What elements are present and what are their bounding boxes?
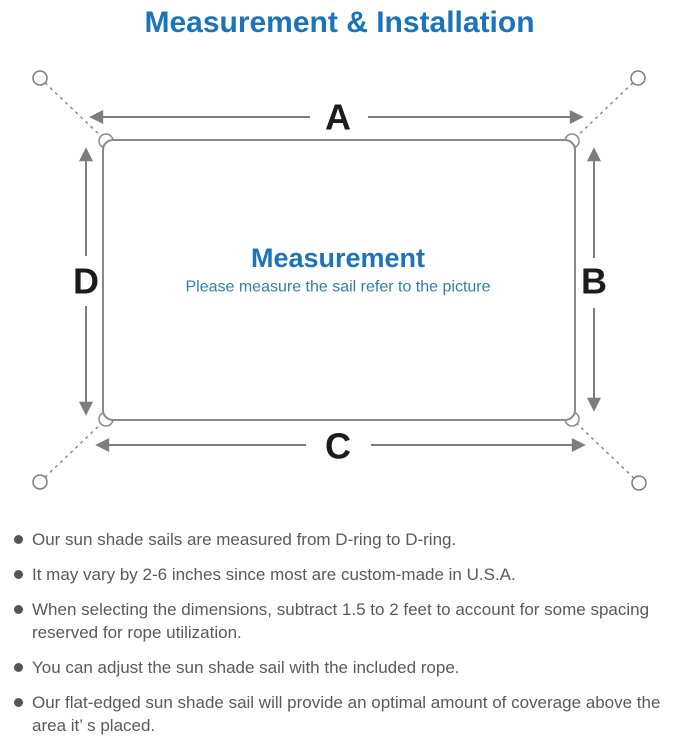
dimension-label-c: C — [325, 426, 351, 467]
bullet-dot-icon — [14, 535, 23, 544]
anchor-ring-bottom-right — [631, 475, 647, 491]
sail-measurement-diagram: A C D B Measurement Please measure the s… — [32, 70, 647, 491]
list-item: It may vary by 2-6 inches since most are… — [12, 563, 667, 586]
list-item-text: You can adjust the sun shade sail with t… — [32, 658, 460, 677]
list-item: When selecting the dimensions, subtract … — [12, 598, 667, 644]
notes-list: Our sun shade sails are measured from D-… — [12, 528, 667, 737]
rope-line-top-left — [39, 77, 107, 142]
dimension-label-b: B — [581, 261, 607, 302]
bullet-dot-icon — [14, 663, 23, 672]
diagram-center-title: Measurement — [251, 243, 425, 273]
list-item-text: It may vary by 2-6 inches since most are… — [32, 565, 516, 584]
bullet-dot-icon — [14, 570, 23, 579]
list-item: You can adjust the sun shade sail with t… — [12, 656, 667, 679]
list-item: Our flat-edged sun shade sail will provi… — [12, 691, 667, 737]
list-item: Our sun shade sails are measured from D-… — [12, 528, 667, 551]
bullet-dot-icon — [14, 698, 23, 707]
bullet-dot-icon — [14, 605, 23, 614]
rope-line-top-right — [571, 77, 639, 142]
rope-line-bottom-right — [571, 418, 640, 484]
anchor-ring-bottom-left — [32, 474, 48, 490]
dimension-label-a: A — [325, 97, 351, 138]
anchor-ring-top-left — [32, 70, 48, 86]
list-item-text: When selecting the dimensions, subtract … — [32, 600, 650, 642]
list-item-text: Our flat-edged sun shade sail will provi… — [32, 693, 661, 735]
list-item-text: Our sun shade sails are measured from D-… — [32, 530, 457, 549]
dimension-label-d: D — [73, 261, 99, 302]
page-title: Measurement & Installation — [144, 6, 535, 39]
anchor-ring-top-right — [630, 70, 646, 86]
diagram-center-subtitle: Please measure the sail refer to the pic… — [185, 279, 490, 296]
sail-rectangle — [102, 139, 576, 421]
rope-line-bottom-left — [39, 418, 107, 483]
